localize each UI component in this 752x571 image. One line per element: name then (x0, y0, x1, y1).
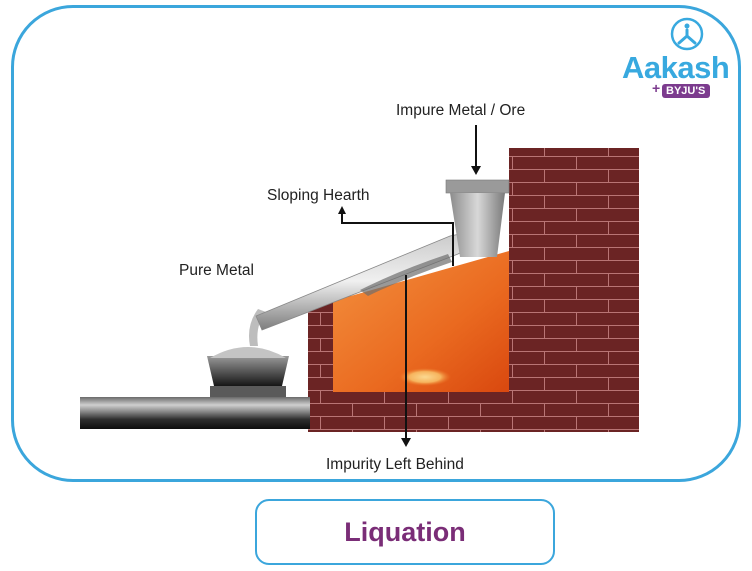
collection-bucket (207, 356, 289, 386)
furnace-fire (333, 251, 509, 392)
hopper-funnel (450, 193, 505, 257)
aakash-emblem-icon (670, 17, 704, 51)
label-pure-metal: Pure Metal (179, 262, 254, 279)
pure-metal-pile (210, 347, 286, 358)
arrow-head-up (338, 206, 346, 214)
label-impure-metal: Impure Metal / Ore (396, 102, 526, 119)
label-sloping-hearth: Sloping Hearth (267, 187, 370, 204)
bucket-base (210, 386, 286, 397)
arrow-sloping-hearth (341, 212, 454, 266)
fire-glow (399, 368, 451, 386)
arrow-head-down (471, 166, 481, 175)
logo-wordmark: Aakash (622, 50, 730, 85)
diagram-title: Liquation (344, 516, 466, 547)
logo-byjus-badge: BYJU'S (662, 84, 711, 98)
caption-box: Liquation (255, 499, 555, 565)
aakash-byjus-logo: Aakash + BYJU'S (620, 14, 750, 104)
hopper-rim (445, 179, 510, 194)
arrow-head-down (401, 438, 411, 447)
label-impurity: Impurity Left Behind (326, 456, 464, 473)
logo-plus: + (652, 80, 661, 96)
ground-pipe (80, 397, 310, 429)
diagram-frame (11, 5, 741, 482)
